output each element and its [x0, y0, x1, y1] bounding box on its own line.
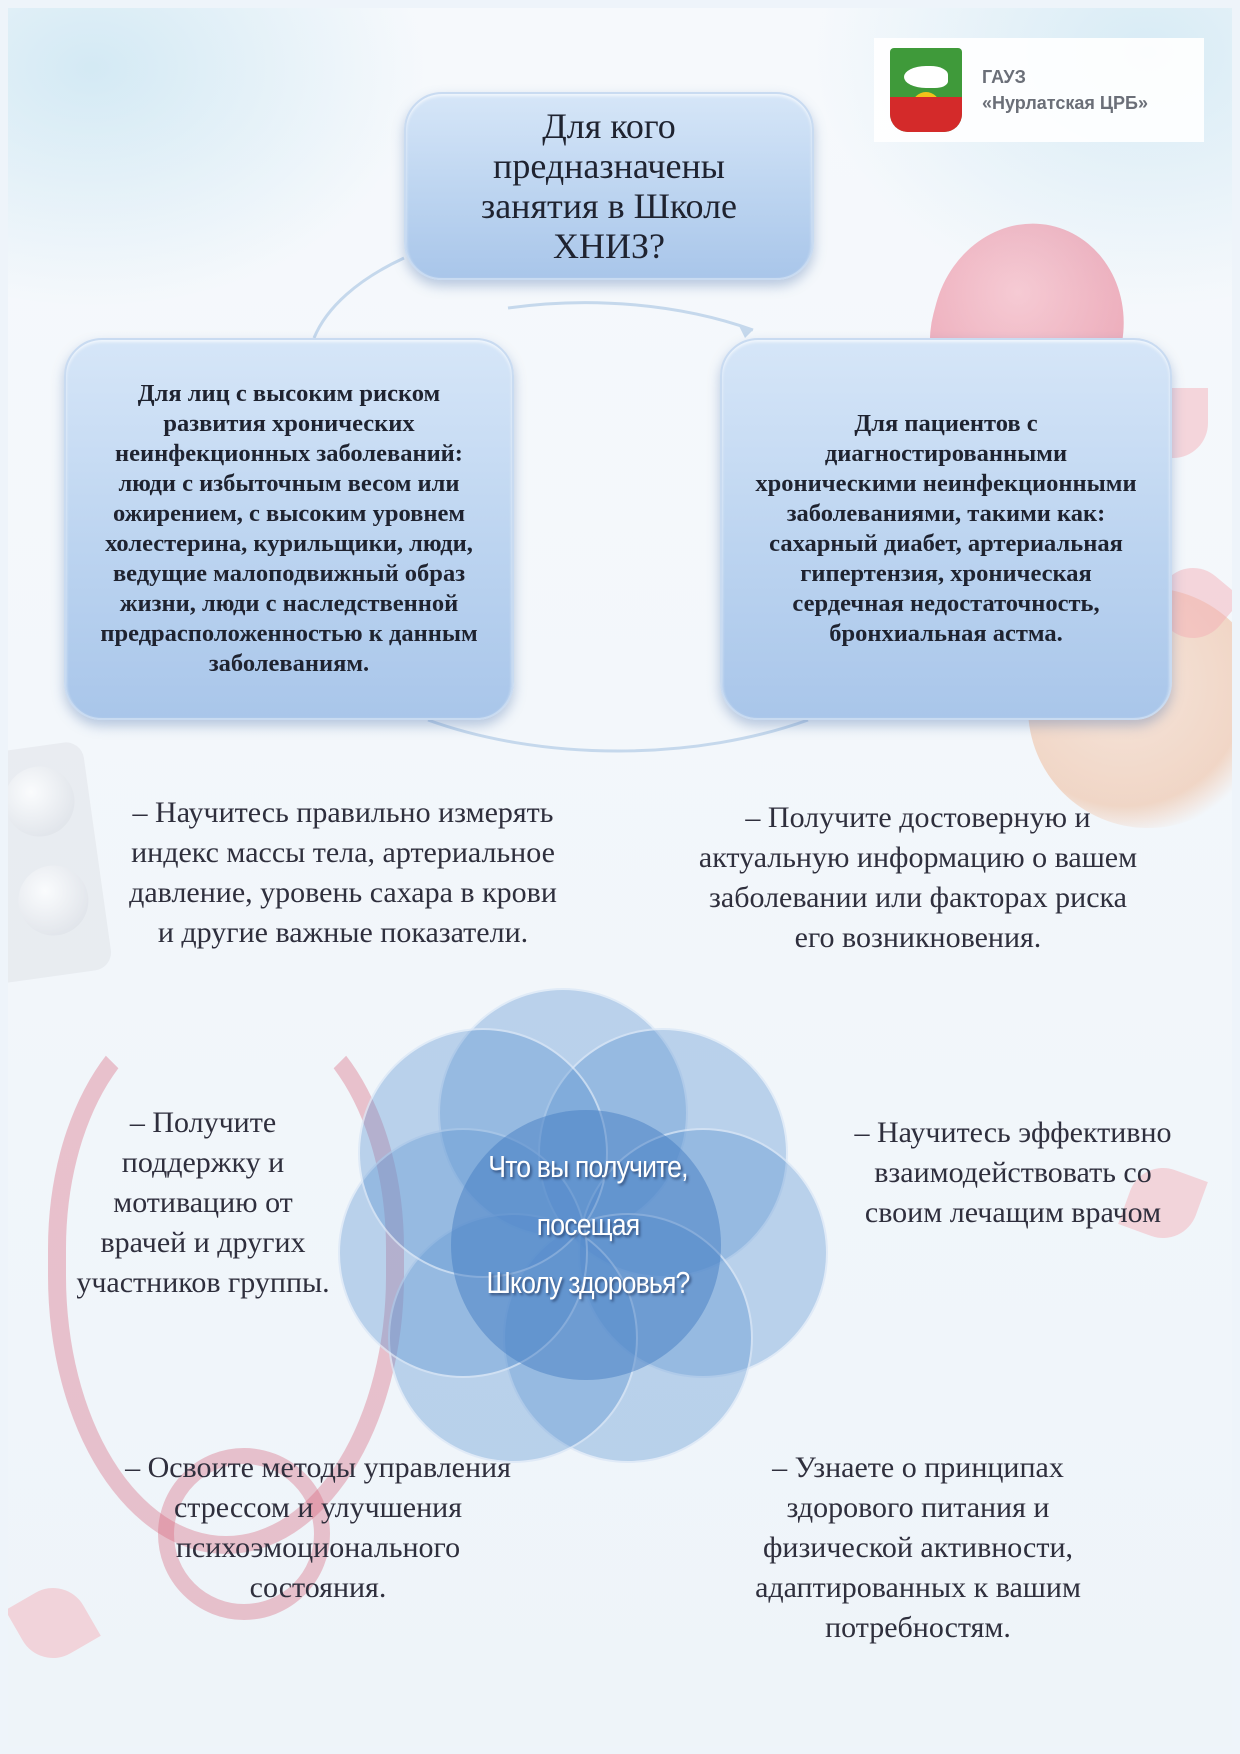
center-line-2: посещая	[536, 1207, 640, 1242]
coat-of-arms-icon	[890, 48, 962, 132]
audience-patients-text: Для пациентов с диагностированными хрони…	[755, 410, 1137, 647]
organization-name: ГАУЗ «Нурлатская ЦРБ»	[982, 64, 1148, 116]
benefits-flower-diagram: Что вы получите, посещая Школу здоровья?	[338, 988, 833, 1468]
audience-risk-text: Для лиц с высоким риском развития хронич…	[100, 380, 478, 677]
center-line-1: Что вы получите,	[488, 1149, 688, 1184]
benefit-nutrition: – Узнаете о принципах здорового питания …	[755, 1451, 1081, 1644]
title-box: Для кого предназначены занятия в Школе Х…	[404, 92, 814, 280]
background-wave-left	[8, 8, 428, 308]
audience-patients-box: Для пациентов с диагностированными хрони…	[720, 338, 1172, 720]
benefit-measure: – Научитесь правильно измерять индекс ма…	[129, 796, 557, 949]
organization-logo: ГАУЗ «Нурлатская ЦРБ»	[874, 38, 1204, 142]
flower-center-text: Что вы получите, посещая Школу здоровья?	[459, 1138, 717, 1312]
poster-page: ГАУЗ «Нурлатская ЦРБ» Для кого предназна…	[8, 8, 1232, 1746]
audience-risk-box: Для лиц с высоким риском развития хронич…	[64, 338, 514, 720]
organization-name-line1: ГАУЗ	[982, 67, 1026, 87]
cycle-arc	[312, 256, 809, 753]
page-title: Для кого предназначены занятия в Школе Х…	[480, 106, 738, 266]
benefit-stress: – Освоите методы управления стрессом и у…	[125, 1451, 511, 1604]
benefit-interact: – Научитесь эффективно взаимодействовать…	[854, 1116, 1172, 1229]
flower-decoration	[8, 1575, 101, 1671]
benefit-support: – Получите поддержку и мотивацию от врач…	[76, 1106, 330, 1299]
organization-name-line2: «Нурлатская ЦРБ»	[982, 93, 1148, 113]
center-line-3: Школу здоровья?	[486, 1265, 690, 1300]
benefit-info: – Получите достоверную и актуальную инфо…	[698, 801, 1138, 954]
flower-center	[451, 1110, 721, 1380]
